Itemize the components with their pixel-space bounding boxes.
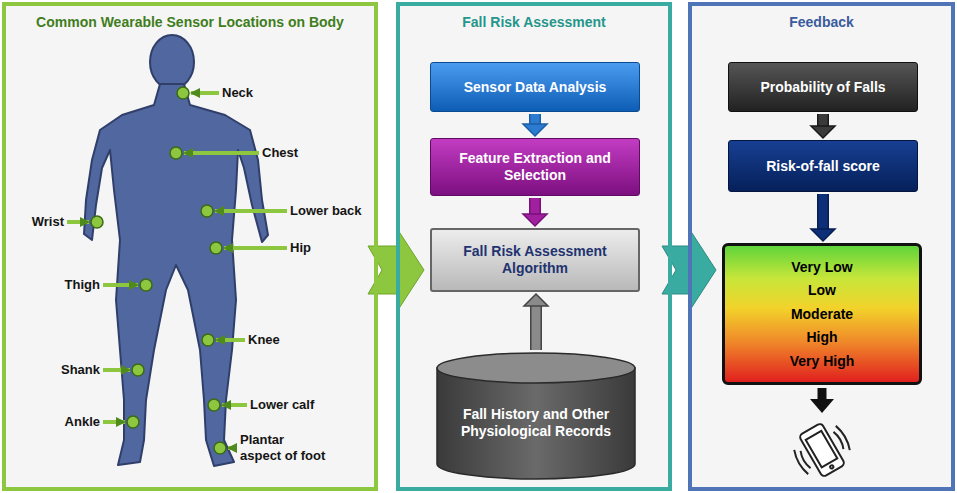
flow-arrow (811, 194, 835, 241)
sensor-dot (140, 279, 152, 291)
sensor-dot (201, 205, 213, 217)
sensor-leaders (67, 93, 287, 448)
arrow-shaft (531, 198, 540, 215)
arrow-shaft-outline (817, 194, 829, 230)
risk-level: Very Low (791, 259, 852, 276)
arrow-shaft (819, 194, 828, 230)
leader-line (228, 446, 237, 450)
body-head (150, 35, 194, 89)
panel-ground (688, 2, 955, 491)
sensor-dots (91, 87, 226, 454)
cylinder-top (437, 353, 635, 383)
arrow-shaft-outline (529, 198, 541, 215)
arrow-shaft (532, 305, 541, 350)
body-figure (84, 84, 268, 466)
sensor-label: Thigh (65, 277, 100, 293)
flow-arrow (524, 294, 548, 350)
process-box: Feature Extraction and Selection (430, 138, 640, 196)
arrow-shaft-outline (530, 305, 542, 350)
leader-line (103, 283, 138, 287)
panel-heading: Feedback (692, 6, 951, 31)
cylinder-body (437, 368, 635, 479)
sensor-label: Knee (248, 332, 280, 348)
sensor-label: Neck (222, 85, 253, 101)
sensor-dot (210, 242, 222, 254)
sensor-label: Chest (262, 145, 298, 161)
sensor-dot (177, 87, 189, 99)
sensor-label: Plantar aspect of foot (240, 432, 328, 464)
sensor-dot (127, 416, 139, 428)
leader-line (216, 338, 245, 342)
sensor-label: Lower back (290, 203, 362, 219)
sensor-dot (208, 399, 220, 411)
sensor-label: Hip (290, 240, 311, 256)
assessment-panel: Fall Risk AssessmentSensor Data Analysis… (396, 2, 672, 491)
flow-arrow (523, 198, 547, 226)
sensor-label: Lower calf (250, 397, 314, 413)
arrow-head (811, 126, 835, 138)
panel-ground (2, 2, 378, 491)
box-label: Sensor Data Analysis (464, 79, 607, 96)
sensor-label: Wrist (32, 214, 64, 230)
leader-line (215, 209, 287, 213)
score-box: Risk-of-fall score (728, 140, 918, 192)
sensor-dot (91, 216, 103, 228)
risk-level: High (806, 329, 837, 346)
algorithm-box: Fall Risk Assessment Algorithm (430, 228, 640, 292)
phone-body (799, 423, 846, 478)
leader-line (191, 91, 219, 95)
phone-icon (787, 416, 857, 484)
arrow-head (523, 214, 547, 226)
box-label: Probability of Falls (760, 79, 885, 96)
sensor-panel: Common Wearable Sensor Locations on Body (2, 2, 378, 491)
leader-line (184, 151, 259, 155)
box-label: Fall Risk Assessment Algorithm (442, 243, 628, 277)
box-label: Feature Extraction and Selection (441, 150, 629, 184)
flow-arrow (811, 114, 835, 138)
leader-line (103, 420, 125, 424)
panel-heading: Common Wearable Sensor Locations on Body (6, 6, 374, 31)
arrow-shaft (818, 388, 827, 400)
arrow-shaft-outline (817, 114, 829, 127)
phone-button (830, 465, 834, 469)
arrow-head (811, 229, 835, 241)
feedback-panel: FeedbackProbability of FallsRisk-of-fall… (688, 2, 955, 491)
risk-level: Moderate (791, 306, 853, 323)
output-box: Probability of Falls (728, 62, 918, 112)
arrow-shaft (819, 114, 828, 127)
leader-line (224, 246, 287, 250)
phone-arrow (810, 388, 834, 413)
risk-scale-box: Very LowLowModerateHighVery High (722, 243, 922, 385)
sensor-label: Ankle (65, 414, 100, 430)
body-silhouette (84, 35, 268, 466)
arrow-head (524, 294, 548, 306)
sensor-dot (132, 364, 144, 376)
vibration-marks (792, 425, 852, 476)
panel-heading: Fall Risk Assessment (400, 6, 668, 31)
database-cylinder: Fall History and Other Physiological Rec… (436, 352, 636, 480)
arrow-head (810, 399, 834, 413)
panel-ground (396, 2, 672, 491)
risk-level: Very High (790, 353, 855, 370)
leader-line (67, 220, 89, 224)
sensor-label: Shank (61, 362, 100, 378)
phone-screen (806, 431, 838, 468)
risk-level: Low (808, 282, 836, 299)
leader-line (222, 403, 247, 407)
box-label: Risk-of-fall score (766, 158, 880, 175)
sensor-dot (214, 442, 226, 454)
sensor-dot (170, 147, 182, 159)
sensor-dot (202, 334, 214, 346)
process-box: Sensor Data Analysis (430, 62, 640, 112)
arrow-head (523, 124, 547, 136)
box-label: Fall History and Other Physiological Rec… (450, 406, 622, 440)
flow-arrow (523, 114, 547, 136)
leader-line (103, 368, 130, 372)
